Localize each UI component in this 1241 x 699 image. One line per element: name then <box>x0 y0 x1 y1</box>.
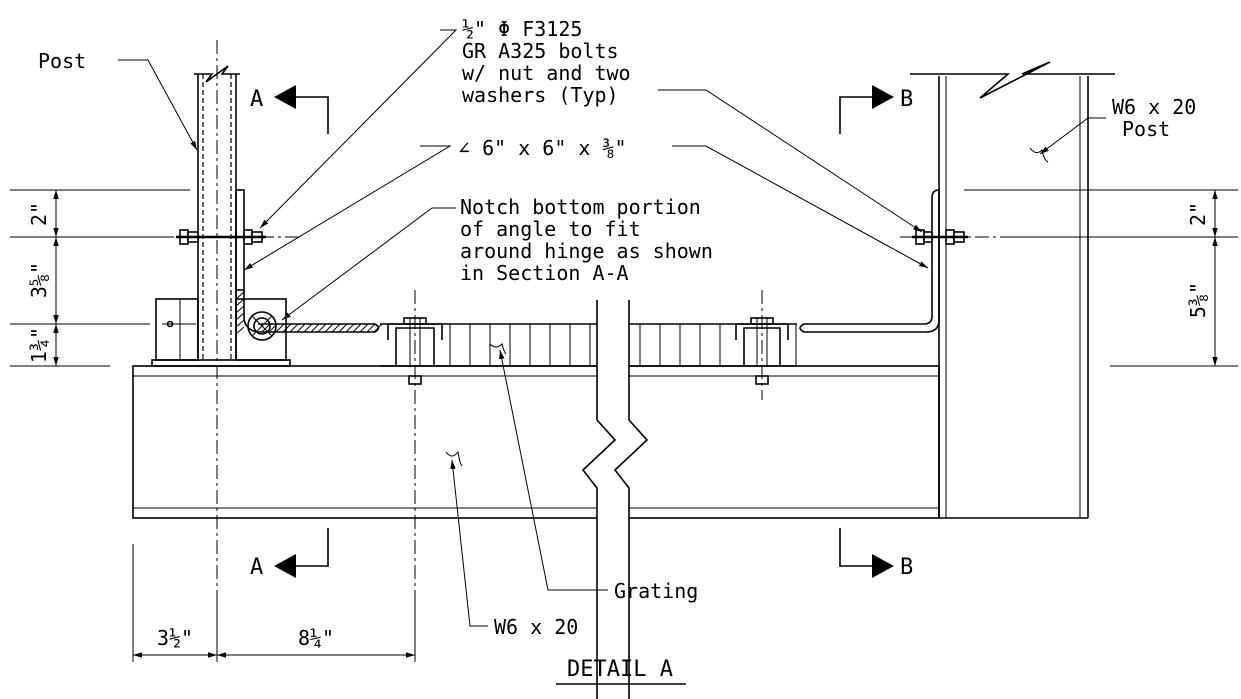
angle-hatch <box>235 312 245 321</box>
section-mark-b-bottom: B <box>839 528 913 580</box>
angle-hatch <box>282 323 292 333</box>
svg-text:A: A <box>250 555 263 580</box>
angle-hatch <box>338 323 348 333</box>
angle-hatch <box>317 323 327 333</box>
dim-left-3-5-8: 3⅝" <box>27 262 51 298</box>
dims-bottom <box>132 544 416 662</box>
dim-left-2: 2" <box>27 202 51 226</box>
dim-right-5-3-8: 5⅜" <box>1186 282 1210 318</box>
label-notch-2: of angle to fit <box>460 217 641 241</box>
grating <box>380 317 797 385</box>
angle-hatch <box>359 323 369 333</box>
label-notch-3: around hinge as shown <box>460 239 713 263</box>
post-w6x20-right <box>910 61 1115 519</box>
angle-right <box>799 189 940 333</box>
angle-hatch <box>235 305 245 314</box>
angle-hatch <box>296 323 306 333</box>
dim-right-2: 2" <box>1186 202 1210 226</box>
label-notch-4: in Section A-A <box>460 261 629 285</box>
label-post-left: Post <box>38 49 86 73</box>
surface-mark-grating <box>489 343 507 355</box>
dim-bottom-3-1-2: 3½" <box>157 626 193 650</box>
label-grating: Grating <box>614 579 698 603</box>
angle-hatch <box>331 323 341 333</box>
label-bolts-1: ½" Φ F3125 <box>462 17 582 41</box>
label-bolts-2: GR A325 bolts <box>462 39 619 63</box>
surface-mark-beam <box>445 450 463 467</box>
angle-hatch <box>289 323 299 333</box>
drawing-title: DETAIL A <box>567 657 673 682</box>
angle-hatch <box>366 323 376 333</box>
angle-hatch <box>261 323 271 333</box>
dim-left-1-3-4: 1¾" <box>27 327 51 363</box>
label-angle: ∠ 6" x 6" x ⅜" <box>458 136 627 160</box>
dims-right <box>964 189 1238 367</box>
label-bolts-3: w/ nut and two <box>462 61 631 85</box>
svg-text:B: B <box>900 555 913 580</box>
section-mark-a-bottom: A <box>250 528 329 580</box>
angle-hatch <box>303 323 313 333</box>
label-beam: W6 x 20 <box>494 615 578 639</box>
section-mark-b-top: B <box>839 85 913 134</box>
angle-hatch <box>268 323 278 333</box>
angle-hatch <box>352 323 362 333</box>
angle-hatch <box>373 323 383 333</box>
label-post-right-1: W6 x 20 <box>1112 95 1196 119</box>
section-mark-a-top: A <box>250 85 329 134</box>
angle-left <box>235 189 383 335</box>
dim-bottom-8-1-4: 8¼" <box>298 626 334 650</box>
angle-hatch <box>275 323 285 333</box>
leaders <box>118 29 1106 627</box>
angle-hatch <box>235 298 245 307</box>
angle-hatch <box>235 319 245 328</box>
angle-hatch <box>310 323 320 333</box>
svg-text:A: A <box>250 87 263 112</box>
label-post-right-2: Post <box>1122 117 1170 141</box>
angle-hatch <box>324 323 334 333</box>
svg-text:B: B <box>900 87 913 112</box>
label-notch-1: Notch bottom portion <box>460 195 701 219</box>
angle-hatch <box>235 326 245 335</box>
beam-w6x20 <box>132 300 940 699</box>
label-bolts-4: washers (Typ) <box>462 83 619 107</box>
angle-hatch <box>345 323 355 333</box>
dims-left <box>10 189 190 367</box>
hinge-assembly <box>151 298 291 367</box>
angle-hatch <box>235 291 245 300</box>
